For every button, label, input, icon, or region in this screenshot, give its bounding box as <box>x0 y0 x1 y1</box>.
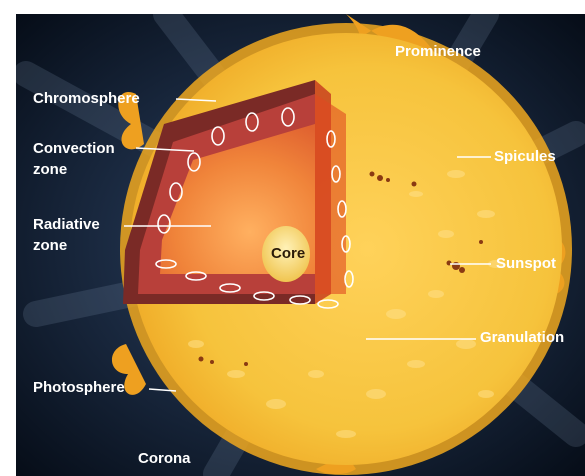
label-radiative-zone: Radiative zone <box>33 214 100 256</box>
sun-illustration-panel: Prominence Chromosphere Spicules Convect… <box>16 14 585 476</box>
label-sunspot: Sunspot <box>496 254 556 274</box>
label-core: Core <box>271 244 305 264</box>
label-photosphere: Photosphere <box>33 378 125 398</box>
label-granulation: Granulation <box>480 328 564 348</box>
label-prominence: Prominence <box>395 42 481 62</box>
label-chromosphere: Chromosphere <box>33 89 140 109</box>
label-spicules: Spicules <box>494 147 556 167</box>
label-convection-zone: Convection zone <box>33 138 115 180</box>
label-corona: Corona <box>138 449 191 469</box>
